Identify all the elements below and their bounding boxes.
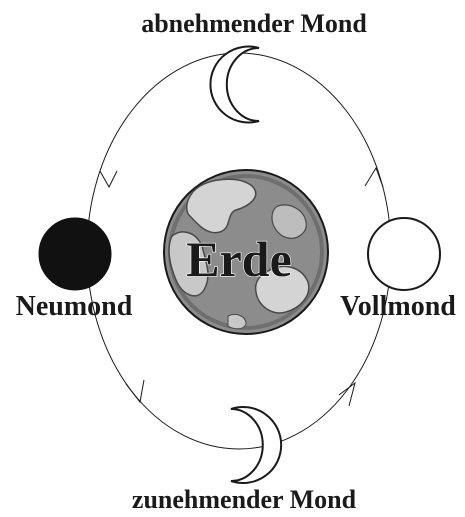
- orbit-arrow-lower-right: [338, 381, 356, 407]
- waning-crescent-moon: [209, 45, 260, 124]
- earth-continent-north: [186, 178, 257, 234]
- orbit-arrow-lower-left: [125, 379, 145, 404]
- new-moon: [38, 217, 112, 291]
- orbit-arrow-upper-right: [364, 166, 384, 188]
- earth-island: [227, 313, 247, 330]
- full-moon: [367, 217, 441, 291]
- orbit-arrow-upper-left: [99, 170, 118, 189]
- label-full-moon: Vollmond: [340, 291, 456, 322]
- earth-globe: [163, 169, 329, 335]
- label-new-moon: Neumond: [16, 291, 133, 322]
- earth-continent-west: [168, 231, 209, 297]
- label-waning-moon: abnehmender Mond: [141, 9, 367, 38]
- earth-continent-east: [254, 265, 310, 314]
- label-waxing-moon: zunehmender Mond: [132, 485, 357, 514]
- label-earth: Erde: [186, 231, 292, 287]
- waxing-crescent-moon: [230, 406, 283, 484]
- earth-continent-northeast: [271, 204, 307, 239]
